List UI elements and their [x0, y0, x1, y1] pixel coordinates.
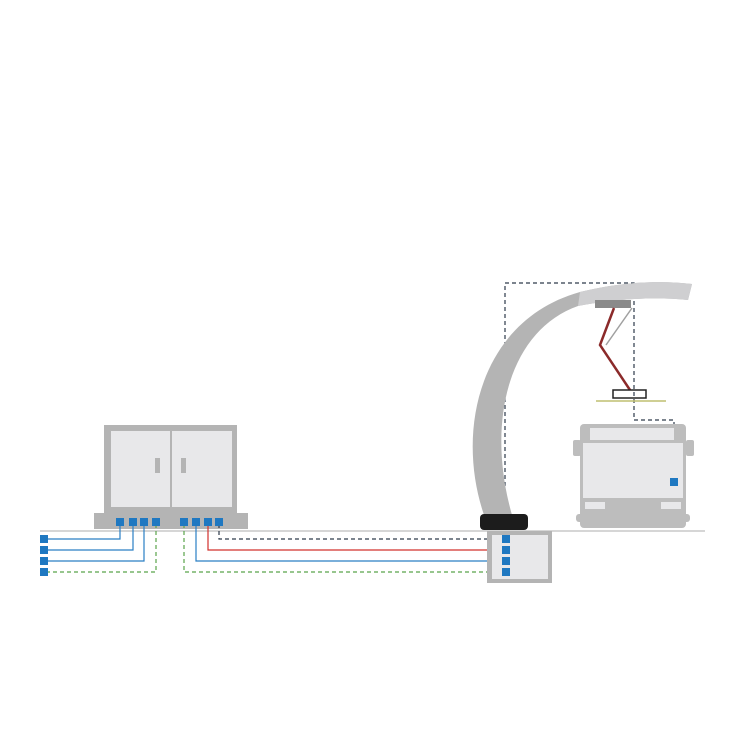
connector [129, 518, 137, 526]
door-handle [181, 458, 186, 473]
connector [204, 518, 212, 526]
connector [40, 568, 48, 576]
door-handle [155, 458, 160, 473]
connector [140, 518, 148, 526]
pantograph [595, 300, 666, 402]
connector [180, 518, 188, 526]
connector [40, 535, 48, 543]
connector [152, 518, 160, 526]
connector [502, 535, 510, 543]
connector [215, 518, 223, 526]
connector [40, 557, 48, 565]
connector [670, 478, 678, 486]
connector [502, 568, 510, 576]
electrical-cabinet [94, 425, 248, 529]
connector [192, 518, 200, 526]
connector [116, 518, 124, 526]
cabinet-door-left [111, 431, 170, 507]
connector [502, 546, 510, 554]
junction-box [487, 531, 552, 583]
connector [40, 546, 48, 554]
mast-base [480, 514, 528, 530]
connectors [40, 478, 678, 576]
bus [573, 424, 694, 528]
connector [502, 557, 510, 565]
